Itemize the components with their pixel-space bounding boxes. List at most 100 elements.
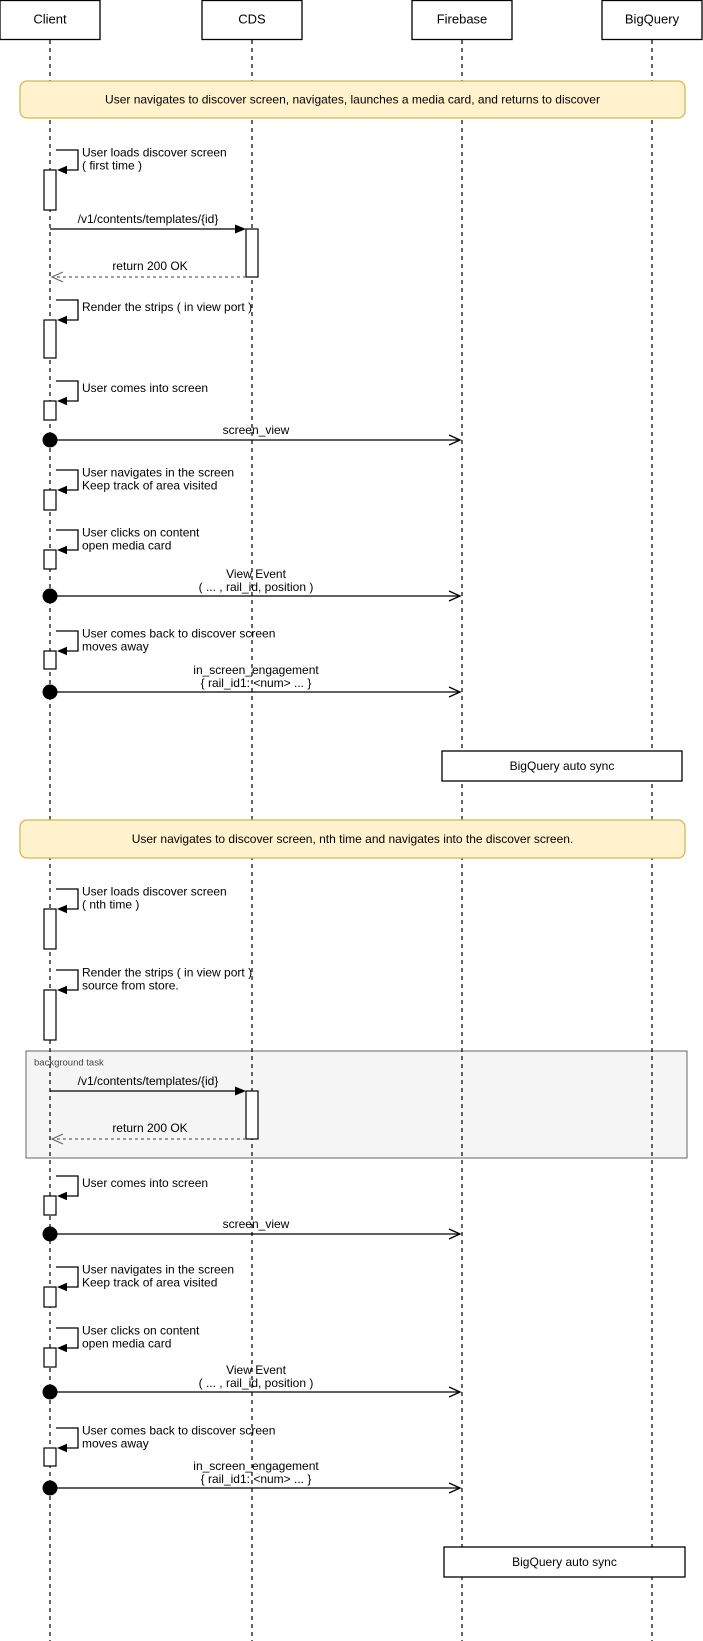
- participant-box-firebase: [411, 0, 513, 41]
- self-message-label: ( first time ): [82, 158, 142, 172]
- self-message-label: User comes back to discover screen: [82, 627, 275, 641]
- activation-bar: [43, 169, 57, 211]
- self-message-label: User navigates in the screen: [82, 1263, 234, 1277]
- solid-arrowhead: [235, 1086, 246, 1096]
- self-message-label: open media card: [82, 1336, 171, 1350]
- self-message-label: Keep track of area visited: [82, 1275, 217, 1289]
- async-message-label: View Event: [226, 1363, 286, 1377]
- self-message-label: ( nth time ): [82, 897, 139, 911]
- participant-label-firebase: Firebase: [437, 11, 488, 26]
- sync-box: [441, 750, 683, 782]
- self-message-arrowhead: [57, 485, 67, 495]
- self-message-arrowhead: [57, 985, 67, 995]
- self-message-arrowhead: [57, 904, 67, 914]
- open-arrowhead: [448, 590, 462, 602]
- self-message-label: moves away: [82, 639, 149, 653]
- note-banner-label: User navigates to discover screen, nth t…: [132, 832, 574, 846]
- self-message-loop: [56, 1175, 79, 1197]
- note-banner: [19, 80, 686, 119]
- self-message-loop: [56, 888, 79, 910]
- open-arrowhead: [448, 1228, 462, 1240]
- call-message-label: /v1/contents/templates/{id}: [78, 1074, 219, 1088]
- self-message-loop: [56, 1327, 79, 1349]
- participant-label-bigquery: BigQuery: [625, 11, 680, 26]
- async-message-label: { rail_id1: <num> ... }: [201, 1472, 312, 1486]
- self-message-label: User comes back to discover screen: [82, 1424, 275, 1438]
- async-message-label: { rail_id1: <num> ... }: [201, 676, 312, 690]
- self-message-arrowhead: [57, 1191, 67, 1201]
- open-arrowhead: [448, 434, 462, 446]
- activation-bar: [43, 1347, 57, 1368]
- self-message-arrowhead: [57, 1443, 67, 1453]
- self-message-loop: [56, 1266, 79, 1288]
- self-message-loop: [56, 149, 79, 171]
- self-message-loop: [56, 529, 79, 551]
- async-message-label: View Event: [226, 567, 286, 581]
- sync-box: [443, 1546, 686, 1578]
- frame-background-task: [25, 1050, 688, 1159]
- async-message-label: screen_view: [223, 1217, 290, 1231]
- participant-box-client: [0, 0, 101, 41]
- self-message-arrowhead: [57, 396, 67, 406]
- participant-box-bigquery: [601, 0, 703, 41]
- self-message-arrowhead: [57, 1343, 67, 1353]
- self-message-label: User comes into screen: [82, 1176, 208, 1190]
- frame-label: background task: [34, 1058, 104, 1069]
- self-message-arrowhead: [57, 545, 67, 555]
- self-message-label: open media card: [82, 538, 171, 552]
- self-message-label: Keep track of area visited: [82, 478, 217, 492]
- activation-bar: [245, 228, 259, 278]
- self-message-loop: [56, 630, 79, 652]
- async-message-label: ( ... , rail_id, position ): [199, 580, 314, 594]
- activation-bar: [245, 1090, 259, 1140]
- sync-box-label: BigQuery auto sync: [512, 1555, 617, 1569]
- async-message-label: screen_view: [223, 423, 290, 437]
- async-message-label: ( ... , rail_id, position ): [199, 1376, 314, 1390]
- solid-arrowhead: [235, 224, 246, 234]
- activation-bar: [43, 989, 57, 1041]
- self-message-loop: [56, 1427, 79, 1449]
- participant-label-client: Client: [33, 11, 67, 26]
- activation-bar: [43, 319, 57, 359]
- self-message-arrowhead: [57, 165, 67, 175]
- open-arrowhead: [50, 271, 64, 283]
- self-message-label: User clicks on content: [82, 1324, 200, 1338]
- note-banner: [19, 819, 686, 859]
- self-message-loop: [56, 380, 79, 402]
- activation-bar: [43, 489, 57, 511]
- open-arrowhead: [50, 1133, 64, 1145]
- self-message-loop: [56, 469, 79, 491]
- self-message-label: User loads discover screen: [82, 146, 227, 160]
- async-message-label: in_screen_engagement: [193, 663, 319, 677]
- note-banner-label: User navigates to discover screen, navig…: [105, 93, 600, 107]
- self-message-label: moves away: [82, 1436, 149, 1450]
- self-message-arrowhead: [57, 315, 67, 325]
- self-message-label: Render the strips ( in view port ): [82, 966, 252, 980]
- sync-box-label: BigQuery auto sync: [510, 759, 615, 773]
- open-arrowhead: [448, 1482, 462, 1494]
- self-message-label: User comes into screen: [82, 381, 208, 395]
- self-message-label: User navigates in the screen: [82, 466, 234, 480]
- self-message-label: User clicks on content: [82, 526, 200, 540]
- activation-bar: [43, 549, 57, 570]
- open-arrowhead: [448, 1386, 462, 1398]
- self-message-loop: [56, 969, 79, 991]
- self-message-label: source from store.: [82, 978, 179, 992]
- self-message-label: User loads discover screen: [82, 885, 227, 899]
- participant-box-cds: [201, 0, 303, 41]
- participant-label-cds: CDS: [238, 11, 266, 26]
- activation-bar: [43, 1195, 57, 1216]
- return-message-label: return 200 OK: [112, 1121, 187, 1135]
- self-message-label: Render the strips ( in view port ): [82, 300, 252, 314]
- async-message-label: in_screen_engagement: [193, 1459, 319, 1473]
- activation-bar: [43, 400, 57, 421]
- self-message-loop: [56, 299, 79, 321]
- return-message-label: return 200 OK: [112, 259, 187, 273]
- activation-bar: [43, 1286, 57, 1308]
- self-message-arrowhead: [57, 1282, 67, 1292]
- open-arrowhead: [448, 686, 462, 698]
- activation-bar: [43, 650, 57, 670]
- activation-bar: [43, 1447, 57, 1467]
